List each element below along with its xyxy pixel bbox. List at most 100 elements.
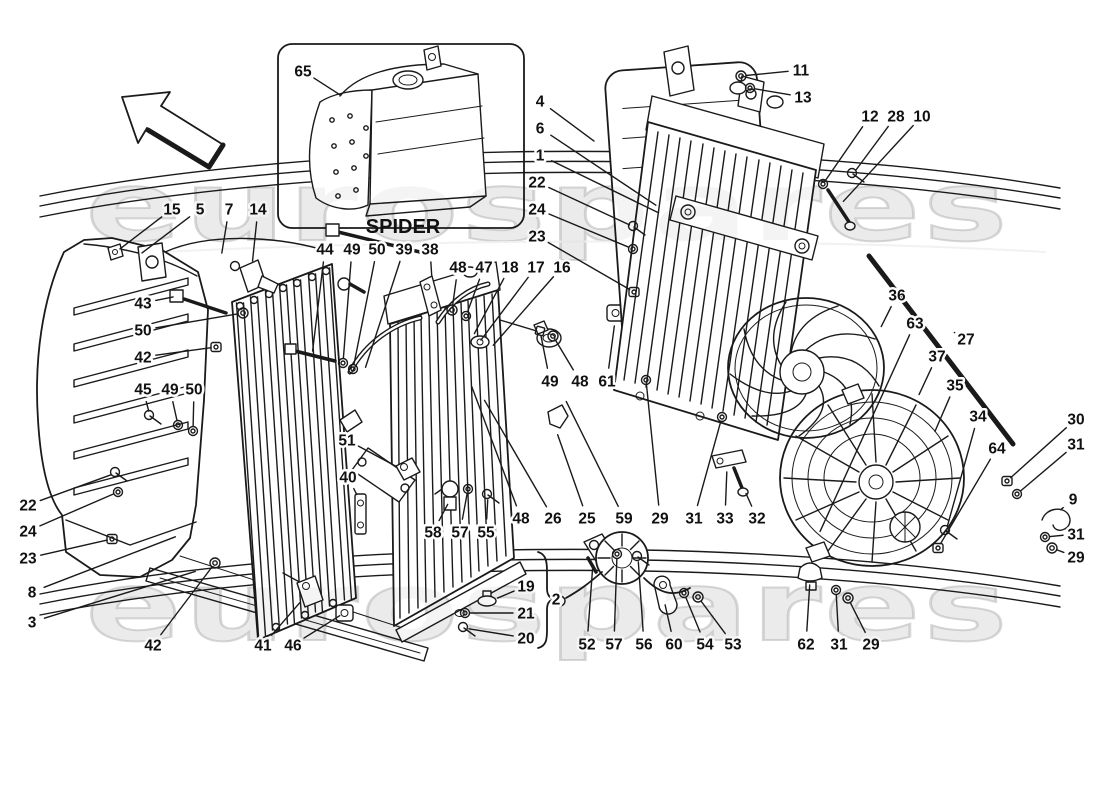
callout-19: 19 [517,579,535,596]
fastener-grommet [106,533,118,545]
bracket-41 [282,572,324,608]
header-bar [669,195,819,261]
right-radiator [613,45,825,441]
callout-50: 50 [134,323,151,340]
fastener-grommet [210,341,222,353]
callout-12: 12 [861,109,878,126]
fastener-washer [337,357,349,369]
fastener-washer [459,607,471,619]
callout-65: 65 [294,64,312,81]
fastener-nut [692,591,704,603]
fan-motor [554,531,691,607]
callout-31: 31 [1067,437,1085,454]
callout-29: 29 [1067,550,1085,567]
callout-6: 6 [536,121,545,138]
callout-39: 39 [395,242,413,259]
hose-and-bracket-cluster [169,223,625,503]
lever-39 [351,447,416,503]
callout-31: 31 [685,511,703,528]
callout-5: 5 [196,202,205,219]
fastener-bolt [457,621,476,637]
mount-plate [137,242,167,282]
fastener-nut [735,70,747,82]
callout-61: 61 [598,374,616,391]
fastener-washer [611,548,623,560]
inset-box: SPIDER [277,43,525,238]
callout-38: 38 [421,242,439,259]
clip-25 [547,404,569,429]
callout-21: 21 [517,606,535,623]
callout-13: 13 [794,90,812,107]
callout-8: 8 [28,585,37,602]
callout-23: 23 [19,551,37,568]
callout-62: 62 [797,637,814,654]
callout-22: 22 [19,498,36,515]
fastener-washer [187,425,199,437]
callout-59: 59 [615,511,633,528]
callout-2: 2 [552,592,561,609]
callout-28: 28 [887,109,905,126]
callout-35: 35 [946,378,964,395]
shroud-motor [889,511,921,543]
callout-53: 53 [724,637,742,654]
callout-32: 32 [748,511,765,528]
callout-60: 60 [665,637,682,654]
fastener-bolt [143,409,162,425]
fastener-grommet [628,286,640,298]
fastener-washer [716,411,728,423]
fastener-nut [842,592,854,604]
callout-16: 16 [553,260,571,277]
fastener-washer [678,587,690,599]
motor-cable [565,571,603,599]
callout-29: 29 [862,637,880,654]
duct-dimples [329,113,369,199]
callout-43: 43 [134,296,152,313]
callout-25: 25 [578,511,596,528]
fastener-washer [627,243,639,255]
callout-47: 47 [475,260,492,277]
fastener-washer [817,178,829,190]
fastener-bolt [939,524,958,540]
callout-54: 54 [696,637,714,654]
callout-51: 51 [338,433,356,450]
spider-air-duct [308,45,487,217]
fastener-washer [640,374,652,386]
callout-22: 22 [528,175,545,192]
elbow-60 [653,575,678,615]
fastener-washer [172,419,184,431]
callout-36: 36 [888,288,906,305]
pin-10 [826,188,856,231]
callout-31: 31 [1067,527,1085,544]
callout-37: 37 [928,349,945,366]
callout-41: 41 [254,638,272,655]
callout-23: 23 [528,229,546,246]
grille-spokes [783,393,961,563]
watermark-bottom: eurospares [39,548,1061,664]
cone-fitting-14 [229,259,279,294]
fastener-nut [446,304,458,316]
callout-55: 55 [477,525,495,542]
fastener-washer [1011,488,1023,500]
hook-bracket-9 [1041,508,1071,531]
callout-49: 49 [541,374,559,391]
callout-4: 4 [536,94,545,111]
callout-20: 20 [517,631,534,648]
bolt-43-head [169,289,184,303]
fastener-grommet [1001,475,1013,487]
callout-29: 29 [651,511,669,528]
callout-34: 34 [969,409,987,426]
left-air-duct [36,237,331,578]
callout-57: 57 [605,637,622,654]
callout-45: 45 [134,382,152,399]
callout-15: 15 [163,202,181,219]
fastener-clip [534,325,546,337]
fastener-bolt [481,488,500,504]
callout-40: 40 [339,470,356,487]
center-radiator [383,261,562,643]
callout-52: 52 [578,637,595,654]
fastener-bolt [631,550,650,566]
callout-58: 58 [424,525,442,542]
callout-31: 31 [830,637,848,654]
direction-arrow-icon [121,91,226,170]
